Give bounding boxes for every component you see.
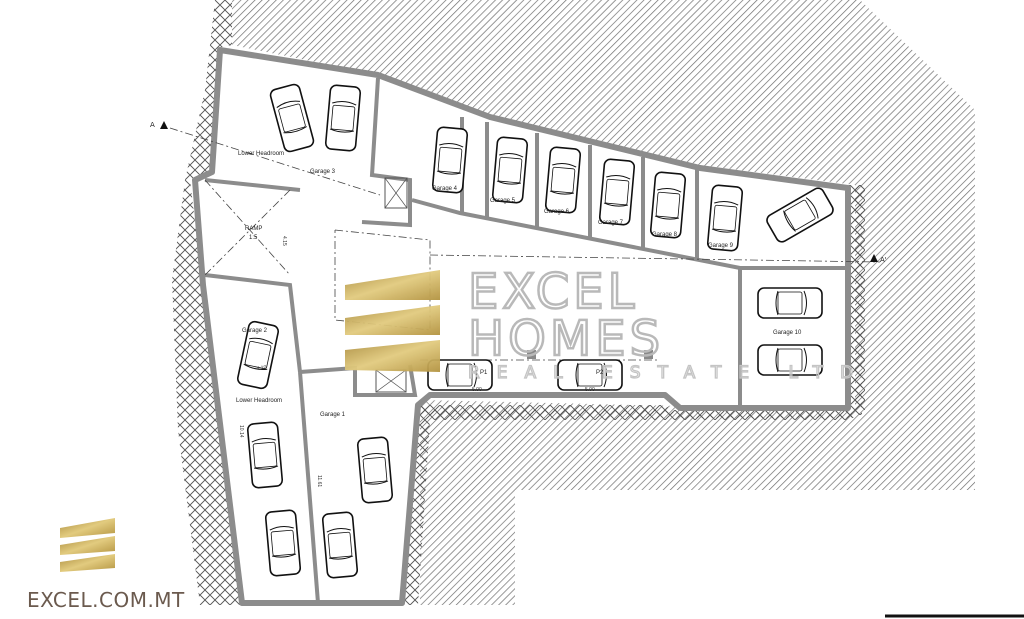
website-label: EXCEL.COM.MT	[27, 588, 185, 612]
dimension-label: 4.10	[256, 364, 267, 372]
car-icon	[431, 126, 469, 194]
garage-2-label: Garage 2	[242, 328, 268, 334]
section-mark-a-prime: A'	[880, 256, 887, 264]
garage-5-label: Garage 5	[490, 198, 516, 204]
column	[527, 350, 536, 359]
parking-p1-label: P1	[480, 370, 488, 376]
garage-8-label: Garage 8	[652, 232, 678, 238]
watermark-text-homes: HOMES	[468, 311, 664, 367]
watermark-logo	[345, 270, 440, 372]
car-icon	[706, 184, 744, 252]
lower-headroom-label: Lower Headroom	[238, 151, 284, 157]
cars-layer	[236, 83, 834, 579]
car-icon	[649, 171, 687, 239]
dimension-label: 4.15	[281, 236, 287, 246]
car-icon	[557, 359, 623, 391]
garage-6-label: Garage 6	[544, 209, 570, 215]
car-icon	[246, 421, 284, 489]
dimension-label: 5.00	[585, 387, 595, 393]
brand-logo-icon	[60, 518, 115, 572]
car-icon	[544, 146, 582, 214]
car-icon	[757, 344, 823, 376]
car-icon	[427, 359, 493, 391]
dimension-label: 5.00	[472, 387, 482, 393]
car-icon	[356, 436, 394, 504]
lift-shaft	[384, 177, 408, 209]
garage-4-label: Garage 4	[432, 186, 458, 192]
watermark-text-real-estate: REAL ESTATE LTD	[468, 363, 870, 383]
dimension-label: 11.61	[316, 475, 322, 487]
column	[644, 350, 653, 359]
garage-9-label: Garage 9	[708, 243, 734, 249]
car-icon	[264, 509, 302, 577]
section-arrow-icon	[870, 254, 878, 262]
watermark-text-excel: EXCEL	[468, 264, 638, 320]
ramp-slope-label: 1:5	[249, 235, 258, 241]
garage-3-label: Garage 3	[310, 169, 336, 175]
car-icon	[269, 83, 315, 153]
garage-1-label: Garage 1	[320, 412, 346, 418]
car-icon	[598, 158, 636, 226]
retaining-wall-hatch-left	[172, 0, 240, 605]
dimension-label: 10.14	[238, 425, 244, 438]
lower-headroom-label: Lower Headroom	[236, 398, 282, 404]
section-mark-a: A	[150, 121, 155, 129]
garage-10-label: Garage 10	[773, 330, 802, 336]
car-icon	[757, 287, 823, 319]
car-icon	[321, 511, 359, 579]
earth-hatch	[232, 0, 975, 605]
parking-p2-label: P2	[596, 370, 604, 376]
car-icon	[324, 84, 362, 152]
garage-7-label: Garage 7	[598, 220, 624, 226]
car-icon	[236, 320, 280, 390]
ramp-label: RAMP	[245, 226, 262, 232]
car-icon	[491, 136, 529, 204]
section-arrow-icon	[160, 121, 168, 129]
car-icon	[766, 187, 834, 243]
